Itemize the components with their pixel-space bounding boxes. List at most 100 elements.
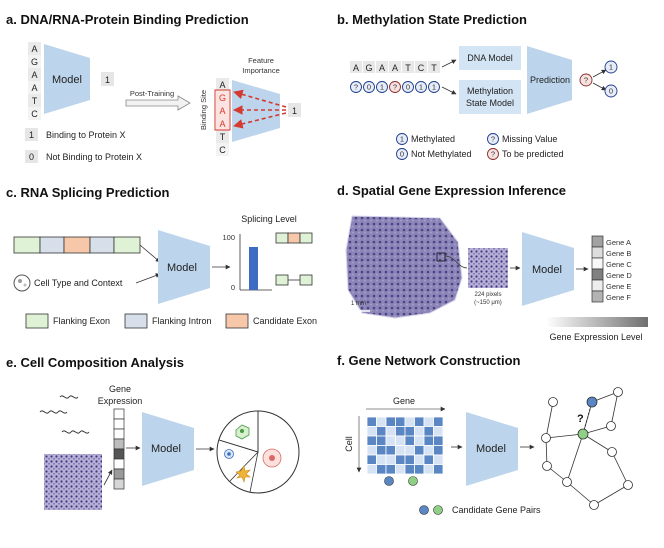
seq-cell — [216, 78, 229, 91]
output-value: 1 — [105, 75, 110, 85]
panel-a: a. DNA/RNA-Protein Binding Prediction A … — [6, 12, 301, 163]
legend-swatch — [25, 313, 49, 329]
model-label: Model — [151, 443, 181, 455]
network-edge — [610, 391, 619, 427]
rna-strand — [39, 410, 68, 414]
panel-f: f. Gene Network Construction Gene Cell M… — [337, 353, 633, 515]
y-tick-top: 100 — [222, 233, 235, 242]
flanking-exon — [113, 236, 141, 254]
vector-cell — [113, 478, 125, 490]
image-patch — [468, 248, 508, 288]
patch-highlight — [436, 252, 446, 262]
model-shape — [466, 412, 518, 486]
state-methylated — [376, 81, 388, 93]
candidate-gene-node — [408, 476, 418, 486]
pie-divider — [218, 439, 259, 453]
dna-model-box — [459, 46, 521, 70]
legend-key — [487, 148, 499, 160]
legend-text: Flanking Exon — [53, 316, 110, 326]
matrix-cell — [423, 416, 434, 427]
matrix-cell — [433, 445, 444, 456]
state-value: ? — [354, 83, 358, 92]
seq-letter: T — [431, 63, 437, 73]
matrix-cell — [433, 426, 444, 437]
model-shape-reversed — [232, 80, 280, 142]
model-label: Model — [476, 443, 506, 455]
model-shape — [158, 230, 210, 304]
matrix-cell — [395, 435, 406, 446]
network-node — [606, 421, 616, 431]
output-box — [288, 103, 301, 117]
seq-cell — [428, 61, 440, 73]
seq-letter: G — [365, 63, 372, 73]
splicing-level-label: Splicing Level — [241, 214, 297, 224]
gene-label: Gene D — [606, 271, 632, 280]
vector-cell — [113, 418, 125, 430]
matrix-cell — [423, 464, 434, 475]
seq-letter: A — [379, 63, 385, 73]
legend-text: Candidate Gene Pairs — [452, 505, 541, 515]
legend-text: Binding to Protein X — [46, 130, 126, 140]
output-value: 1 — [292, 106, 297, 116]
flow-arrow — [441, 86, 457, 95]
seq-cell — [216, 91, 229, 104]
cell-composition-pie — [216, 410, 300, 494]
state-to-predict — [389, 81, 401, 93]
network-node — [541, 433, 551, 443]
gene-cell-matrix — [366, 416, 444, 475]
flow-arrow — [139, 244, 161, 263]
matrix-cell — [414, 445, 425, 456]
matrix-cell — [395, 454, 406, 465]
seq-cell — [28, 81, 41, 94]
seq-cell — [216, 117, 229, 130]
network-edge — [582, 433, 613, 453]
matrix-cell — [423, 435, 434, 446]
candidate-exon — [63, 236, 91, 254]
panel-c: c. RNA Splicing Prediction Cell Type and… — [6, 185, 317, 329]
candidate-gene-node — [384, 476, 394, 486]
legend-key — [396, 148, 408, 160]
matrix-cell — [404, 416, 415, 427]
matrix-cell — [414, 416, 425, 427]
expression-vector — [113, 408, 125, 490]
matrix-cell — [376, 445, 387, 456]
panel-b-sequence: A G A A T C T — [350, 61, 440, 73]
seq-cell — [28, 68, 41, 81]
vector-cell — [113, 428, 125, 440]
splicing-bar — [249, 247, 258, 290]
seq-cell — [376, 61, 388, 73]
seq-letter: T — [405, 63, 411, 73]
gene-expression-label-2: Expression — [98, 396, 143, 406]
query-node — [579, 73, 593, 87]
state-value: 0 — [406, 83, 410, 92]
network-edge — [593, 484, 629, 506]
matrix-cell — [404, 445, 415, 456]
state-value: 0 — [367, 83, 371, 92]
patch-size-label: 224 pixels — [474, 292, 501, 298]
flanking-exon — [275, 232, 289, 244]
seq-cell — [350, 61, 362, 73]
state-unmethylated — [402, 81, 414, 93]
vector-cell — [113, 408, 125, 420]
matrix-cell — [385, 416, 396, 427]
matrix-cell — [433, 454, 444, 465]
flow-arrow — [135, 273, 161, 284]
seq-cell — [415, 61, 427, 73]
post-training-arrow — [125, 95, 191, 111]
network-node — [623, 480, 633, 490]
matrix-cell — [395, 426, 406, 437]
y-tick-bottom: 0 — [231, 283, 235, 292]
network-edge — [545, 401, 554, 439]
matrix-cell — [376, 416, 387, 427]
tissue-section — [345, 215, 463, 319]
histology-patch — [44, 454, 102, 510]
importance-label: Importance — [242, 66, 280, 75]
panel-c-title: c. RNA Splicing Prediction — [6, 185, 170, 200]
vector-cell — [113, 468, 125, 480]
output-box — [101, 72, 114, 86]
seq-letter: C — [219, 145, 226, 155]
cell-icon-organelle — [23, 283, 27, 287]
legend-text: Not Binding to Protein X — [46, 152, 142, 162]
matrix-cell — [404, 464, 415, 475]
network-node — [589, 500, 599, 510]
